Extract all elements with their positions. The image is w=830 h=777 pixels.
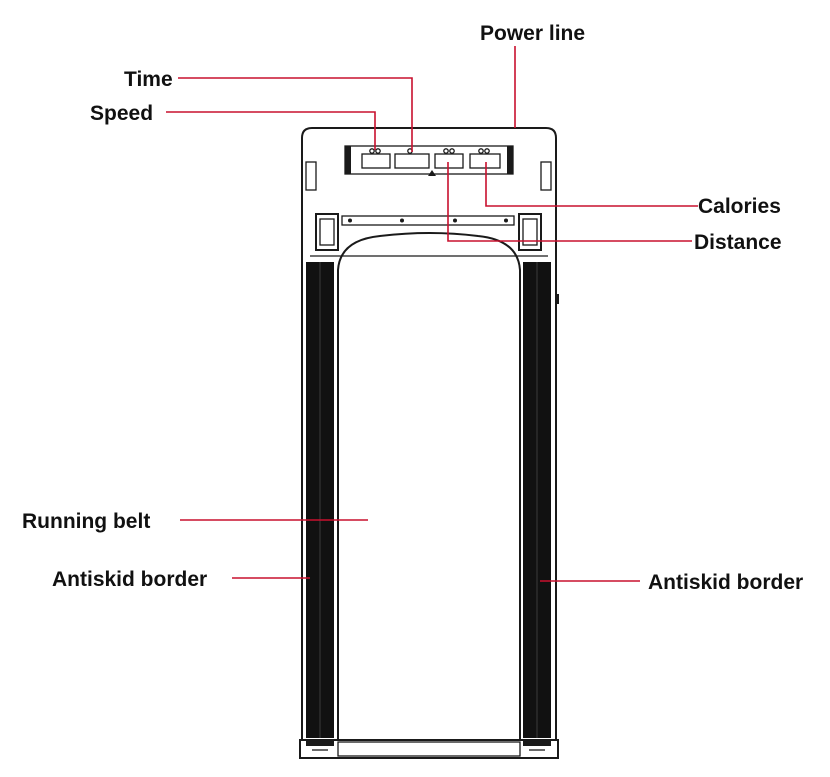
display-panel-end-right: [507, 146, 513, 174]
speed-indicator-2: [375, 148, 381, 154]
rear-foot-right: [523, 740, 551, 746]
rear-foot-left: [306, 740, 334, 746]
label-calories: Calories: [698, 195, 781, 218]
time-display: [394, 153, 430, 169]
running-belt: [337, 232, 521, 740]
label-time: Time: [124, 68, 173, 91]
grip-left: [315, 213, 339, 251]
label-distance: Distance: [694, 231, 782, 254]
console-housing: [301, 127, 557, 262]
distance-display: [434, 153, 464, 169]
leader-time: [178, 77, 413, 152]
rear-roller: [337, 741, 521, 757]
display-panel-end-left: [345, 146, 351, 174]
leader-distance: [447, 162, 692, 242]
speed-indicator: [369, 148, 375, 154]
label-running-belt: Running belt: [22, 510, 150, 533]
display-marker: [428, 170, 436, 176]
grip-right-inner: [522, 218, 538, 246]
leader-speed: [166, 111, 376, 150]
console-slot-right: [540, 161, 552, 191]
leader-calories: [485, 162, 698, 207]
calories-indicator: [478, 148, 484, 154]
label-power-line: Power line: [480, 22, 585, 45]
leader-lines: [166, 46, 698, 582]
console-slot-left: [305, 161, 317, 191]
distance-indicator-2: [449, 148, 455, 154]
labels: Power line Time Speed Calories Distance …: [22, 22, 803, 594]
mounting-bar: [341, 215, 515, 226]
screw: [453, 218, 457, 223]
label-speed: Speed: [90, 102, 153, 125]
grip-left-inner: [319, 218, 335, 246]
side-bracket: [556, 294, 559, 304]
screw: [400, 218, 404, 223]
grip-right: [518, 213, 542, 251]
screw: [348, 218, 352, 223]
screw: [504, 218, 508, 223]
speed-display: [361, 153, 391, 169]
calories-indicator-2: [484, 148, 490, 154]
label-antiskid-border-left: Antiskid border: [52, 568, 207, 591]
label-antiskid-border-right: Antiskid border: [648, 571, 803, 594]
treadmill-body: [299, 127, 559, 759]
distance-indicator: [443, 148, 449, 154]
rear-end-cap: [299, 739, 559, 759]
calories-display: [469, 153, 501, 169]
